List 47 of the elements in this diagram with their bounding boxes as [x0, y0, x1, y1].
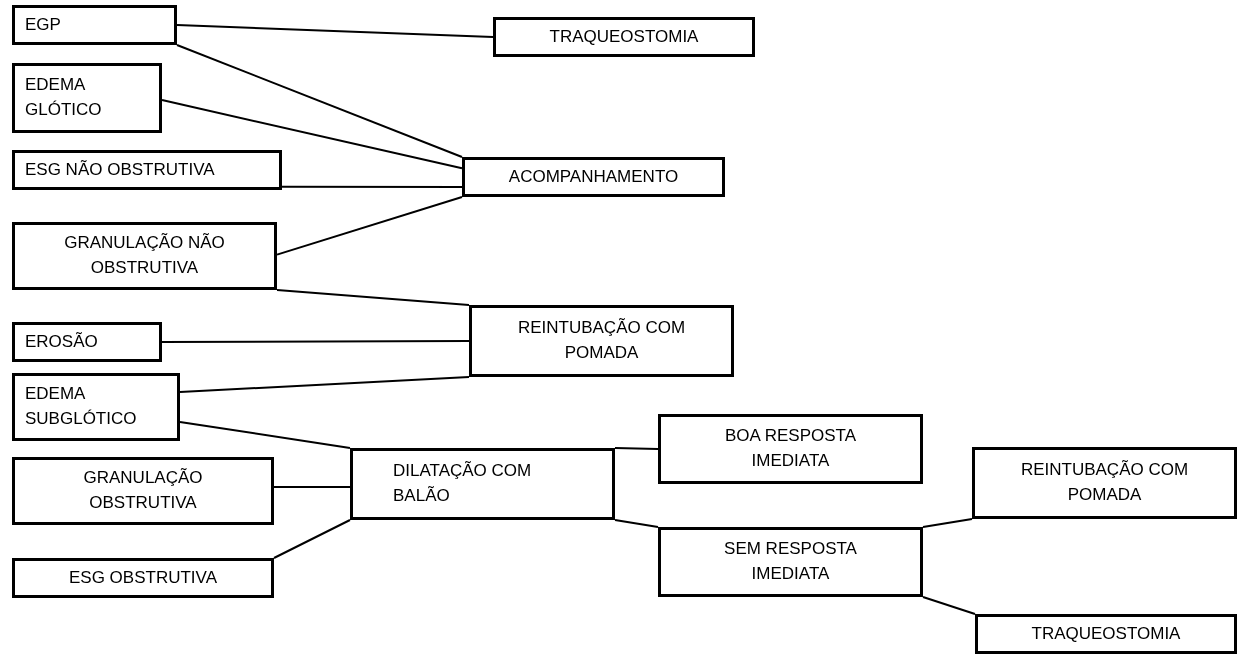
box-label: EROSÃO	[25, 330, 98, 353]
box-label: EDEMA SUBGLÓTICO	[25, 383, 138, 430]
connector-line	[276, 196, 463, 256]
box-label: EDEMA GLÓTICO	[25, 74, 103, 121]
process-box	[975, 614, 1237, 654]
box-label: ACOMPANHAMENTO	[508, 165, 679, 188]
box-label: EGP	[25, 13, 61, 36]
process-box	[350, 448, 615, 520]
process-box	[12, 558, 274, 598]
connector-line	[922, 596, 976, 615]
process-box	[12, 457, 274, 525]
box-label: BOA RESPOSTA IMEDIATA	[724, 425, 857, 472]
process-box	[12, 322, 162, 362]
process-box	[658, 527, 923, 597]
box-label: DILATAÇÃO COM BALÃO	[393, 460, 533, 507]
connector-line	[176, 44, 463, 158]
connector-line	[273, 519, 351, 559]
connector-line	[276, 289, 470, 306]
connector-line	[614, 519, 659, 528]
box-label: REINTUBAÇÃO COM POMADA	[516, 317, 687, 364]
connector-line	[161, 340, 470, 343]
process-box	[12, 5, 177, 45]
connector-line	[614, 447, 659, 450]
process-box	[493, 17, 755, 57]
box-label: ESG NÃO OBSTRUTIVA	[25, 158, 215, 181]
box-label: GRANULAÇÃO OBSTRUTIVA	[82, 467, 204, 514]
connector-line	[273, 485, 351, 488]
box-label: ESG OBSTRUTIVA	[69, 566, 217, 589]
process-box	[469, 305, 734, 377]
process-box	[12, 150, 282, 190]
process-box	[12, 63, 162, 133]
box-label: TRAQUEOSTOMIA	[1031, 622, 1181, 645]
connector-line	[176, 24, 494, 38]
box-label: SEM RESPOSTA IMEDIATA	[723, 538, 858, 585]
process-box	[658, 414, 923, 484]
process-box	[12, 373, 180, 441]
connector-line	[922, 518, 973, 528]
connector-line	[281, 185, 463, 188]
box-label: GRANULAÇÃO NÃO OBSTRUTIVA	[63, 232, 226, 279]
process-box	[462, 157, 725, 197]
connector-line	[179, 420, 351, 449]
process-box	[12, 222, 277, 290]
box-label: TRAQUEOSTOMIA	[549, 25, 699, 48]
connector-line	[179, 376, 470, 394]
process-box	[972, 447, 1237, 519]
connector-line	[161, 99, 463, 170]
box-label: REINTUBAÇÃO COM POMADA	[1019, 459, 1190, 506]
